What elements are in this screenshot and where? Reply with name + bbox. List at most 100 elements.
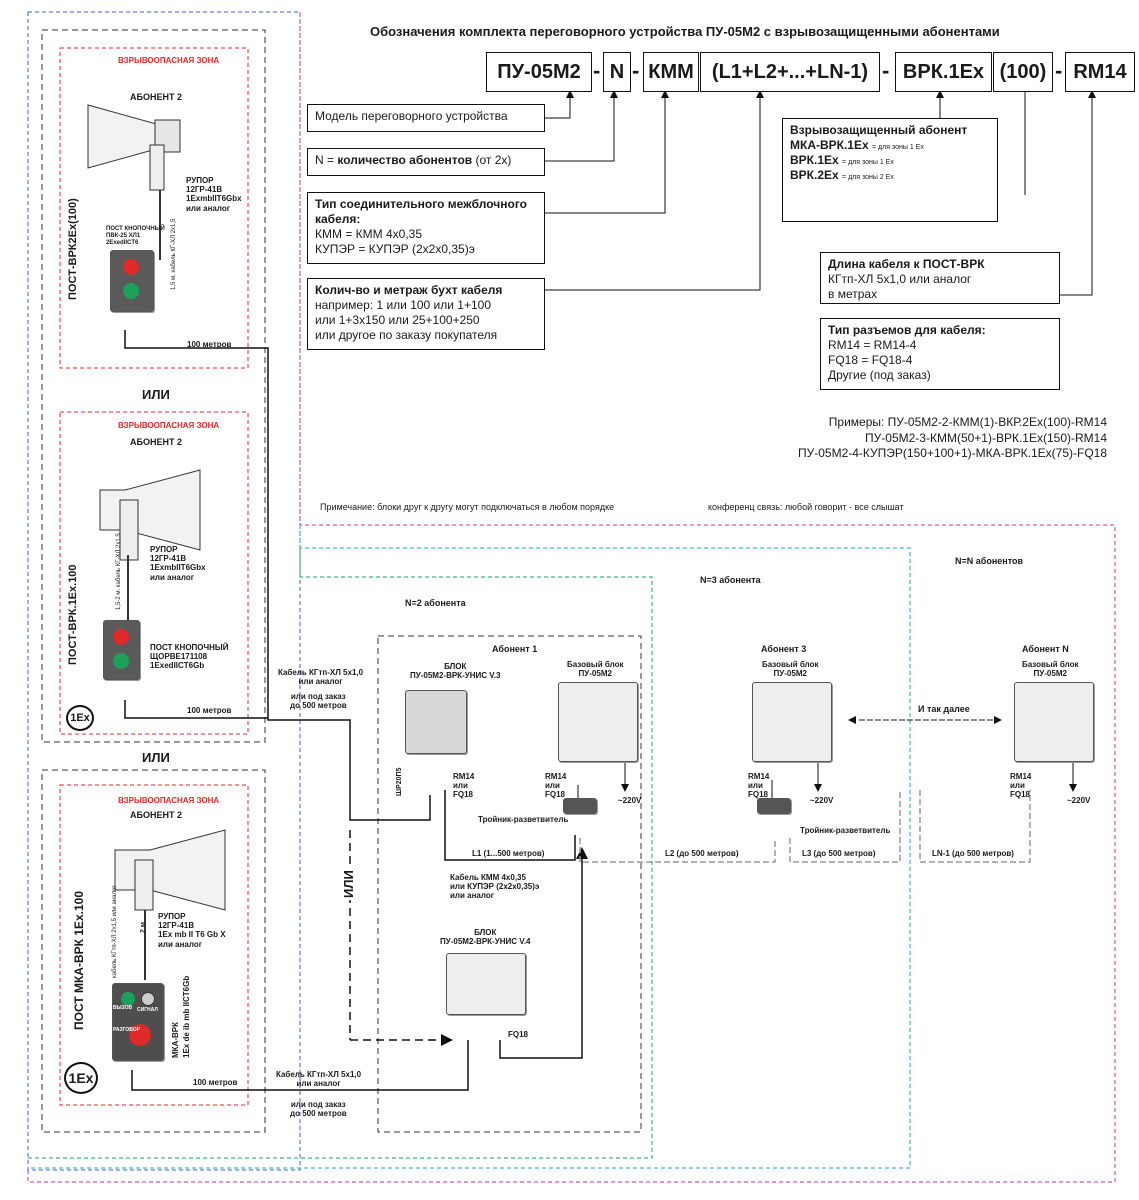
v220-n: ~220V: [1067, 796, 1091, 805]
code-sep: -: [1055, 58, 1063, 83]
red-button-icon: [123, 259, 139, 275]
base-block-n: [1014, 682, 1094, 762]
post3-cable: кабель КГтп-ХЛ 2х1,5 или аналог: [112, 885, 118, 978]
cable-type-box: Тип соединительного межблочного кабеля: …: [307, 192, 545, 264]
post1-name: ПОСТ-ВРК2Ex(100): [67, 198, 79, 300]
examples: Примеры: ПУ-05М2-2-КММ(1)-ВКР.2Ex(100)-R…: [798, 415, 1107, 461]
bukht-box: Колич-во и метраж бухт кабеля например: …: [307, 278, 545, 350]
abonentN-label: Абонент N: [1022, 644, 1069, 654]
note-conf: конференц связь: любой говорит - все слы…: [708, 502, 904, 512]
red-zone-3: [59, 784, 249, 1106]
fq18-label: FQ18: [508, 1030, 529, 1039]
frame-blue: [27, 11, 301, 1171]
code-part-model: ПУ-05М2: [486, 52, 592, 92]
code-part-abonent: ВРК.1Ex: [895, 52, 992, 92]
zone-label: ВЗРЫВООПАСНАЯ ЗОНА: [118, 56, 220, 65]
post1-button-box: [110, 250, 154, 312]
post3-frame: [41, 769, 266, 1133]
block-v3: [405, 690, 467, 754]
abonent2-label: АБОНЕНТ 2: [130, 92, 182, 102]
n2-label: N=2 абонента: [405, 598, 466, 608]
note-order: Примечание: блоки друг к другу могут под…: [320, 502, 615, 512]
code-part-connector: RM14: [1065, 52, 1135, 92]
code-part-length: (100): [993, 52, 1053, 92]
nn-label: N=N абонентов: [955, 556, 1024, 566]
model-box: Модель переговорного устройства: [307, 104, 545, 132]
indicator-icon: [141, 992, 155, 1006]
post3-len: 2 м: [140, 921, 147, 933]
mka-label-2: 1Ex de ib mb IICT6Gb: [182, 975, 191, 1058]
tee-label-3: Тройник-разветвитель: [800, 826, 891, 835]
post3-meters: 100 метров: [193, 1078, 238, 1087]
horn-icon-2: [99, 469, 201, 561]
code-sep: -: [632, 58, 640, 83]
tee-icon-3: [757, 798, 791, 814]
code-part-n: N: [603, 52, 631, 92]
abonent2-label: АБОНЕНТ 2: [130, 810, 182, 820]
ex-badge-icon: 1Ex: [64, 1062, 98, 1094]
ln-label: LN-1 (до 500 метров): [932, 849, 1014, 858]
and-so-on: И так далее: [918, 704, 970, 714]
red-button-icon: [113, 629, 129, 645]
zone-label: ВЗРЫВООПАСНАЯ ЗОНА: [118, 421, 220, 430]
l1-label: L1 (1...500 метров): [472, 849, 545, 858]
post2-name: ПОСТ-ВРК.1Ex.100: [67, 564, 79, 665]
block-v4: [446, 953, 526, 1015]
n-box: N = количество абонентов (от 2х): [307, 148, 545, 176]
abonent1-label: Абонент 1: [492, 644, 538, 654]
v220-3: ~220V: [810, 796, 834, 805]
post3-name: ПОСТ МКА-ВРК 1Ex.100: [72, 890, 86, 1030]
red-button-icon: [129, 1024, 151, 1046]
ili-label-2: ИЛИ: [142, 750, 170, 765]
base-block-3: [752, 682, 832, 762]
frame-blue-ext: [27, 12, 1116, 1183]
post1-meters: 100 метров: [187, 340, 232, 349]
abonent3-label: Абонент 3: [761, 644, 807, 654]
post2-button-box: [103, 620, 140, 680]
red-zone-2: [59, 411, 249, 735]
ex-badge-icon: 1Ex: [66, 705, 94, 731]
base-block-1: [558, 682, 638, 762]
green-button-icon: [123, 283, 139, 299]
post2-cable: 1,5-2 м. кабель КГ-ХЛ 2х1,5: [116, 533, 122, 610]
l3-label: L3 (до 500 метров): [802, 849, 876, 858]
frame-green: [28, 548, 653, 1159]
green-button-icon: [121, 992, 135, 1006]
frame-cyan: [28, 525, 911, 1169]
ex-abonent-box: Взрывозащищенный абонент МКА-ВРК.1Ex = д…: [782, 118, 998, 222]
zone-label: ВЗРЫВООПАСНАЯ ЗОНА: [118, 796, 220, 805]
code-sep: -: [882, 58, 890, 83]
abonent1-frame: [377, 635, 642, 1133]
abonent2-label: АБОНЕНТ 2: [130, 437, 182, 447]
v220-1: ~220V: [618, 796, 642, 805]
post2-meters: 100 метров: [187, 706, 232, 715]
connector-type-box: Тип разъемов для кабеля: RM14 = RM14-4 F…: [820, 318, 1060, 390]
n3-label: N=3 абонента: [700, 575, 761, 585]
horn-icon-1: [87, 104, 181, 191]
code-part-lengths: (L1+L2+...+LN-1): [700, 52, 880, 92]
green-button-icon: [113, 653, 129, 669]
ili-vertical: ИЛИ: [341, 868, 356, 900]
sh-label: ШР20П5: [396, 767, 403, 796]
code-part-cable: КММ: [643, 52, 699, 92]
mka-label-1: МКА-ВРК: [171, 1022, 180, 1058]
post1-cable: 1,5 м. кабель КГ-ХЛ 2х1,5: [171, 218, 177, 290]
